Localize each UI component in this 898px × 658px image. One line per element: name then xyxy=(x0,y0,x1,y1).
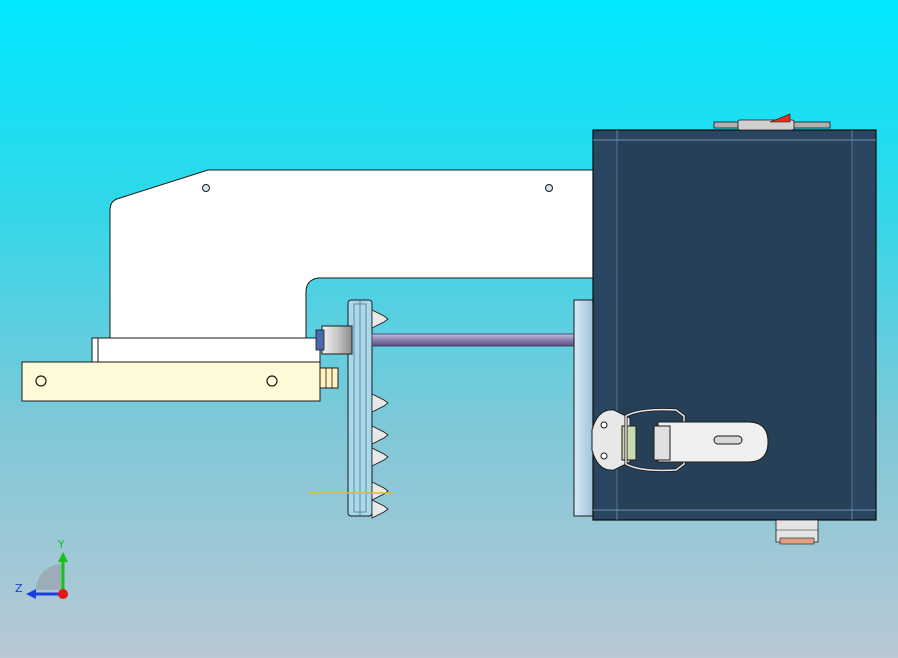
bushing-knob xyxy=(321,325,353,355)
hex-nut xyxy=(319,367,339,389)
toggle-latch xyxy=(591,408,769,472)
triad-z-label: Z xyxy=(15,582,23,595)
bottom-connector xyxy=(775,519,819,545)
arm-hole-right xyxy=(545,184,553,192)
triad-y-label: Y xyxy=(58,538,65,551)
base-plate-hole-left xyxy=(35,375,47,387)
triad-arc xyxy=(36,564,62,590)
arm-hole-left xyxy=(202,184,210,192)
rocker-switch xyxy=(713,113,831,131)
cone-pins xyxy=(371,309,389,519)
base-plate-hole-right xyxy=(266,375,278,387)
x-axis-dot xyxy=(58,589,68,599)
